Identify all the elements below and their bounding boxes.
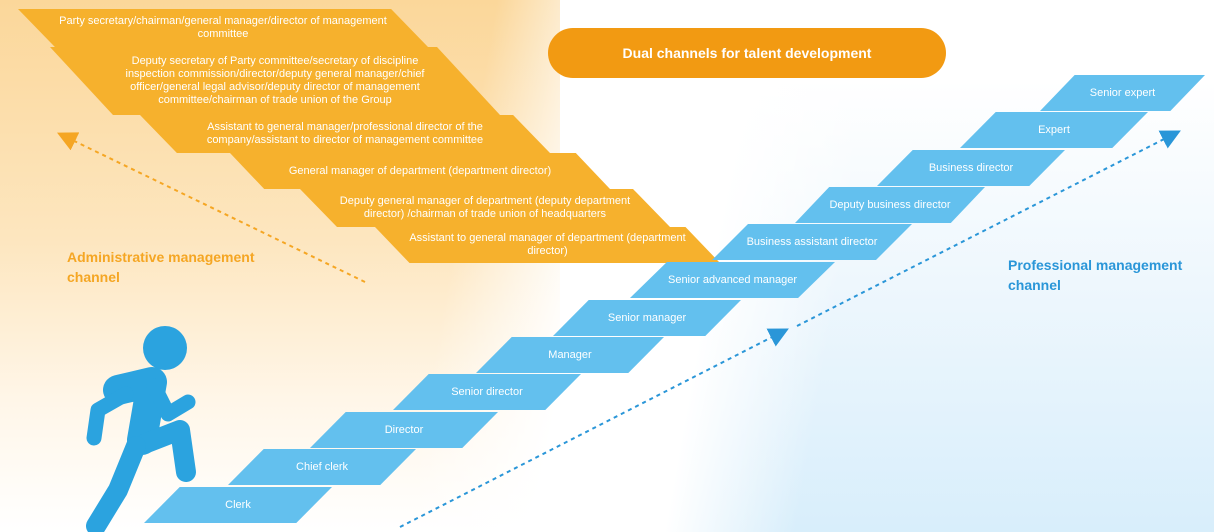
prof-step-expert: Expert xyxy=(960,112,1148,148)
dotted-arrow-up-left-icon xyxy=(57,132,366,283)
step-senior-manager: Senior manager xyxy=(553,300,741,336)
step-senior-director: Senior director xyxy=(393,374,581,410)
prof-step-business-assistant-director: Business assistant director xyxy=(712,224,912,260)
admin-step-1: Party secretary/chairman/general manager… xyxy=(18,9,428,47)
admin-step-3: Assistant to general manager/professiona… xyxy=(140,115,550,153)
prof-step-deputy-business-director: Deputy business director xyxy=(795,187,985,223)
admin-step-6: Assistant to general manager of departme… xyxy=(375,227,720,263)
step-director: Director xyxy=(310,412,498,448)
admin-step-5: Deputy general manager of department (de… xyxy=(300,189,670,227)
step-clerk: Clerk xyxy=(144,487,332,523)
admin-step-2: Deputy secretary of Party committee/secr… xyxy=(50,47,500,115)
runner-icon xyxy=(86,326,196,532)
admin-channel-label: Administrative management channel xyxy=(67,249,255,285)
step-chief-clerk: Chief clerk xyxy=(228,449,416,485)
step-senior-advanced-manager: Senior advanced manager xyxy=(630,262,835,298)
dotted-arrow-upper-icon xyxy=(796,130,1181,327)
prof-step-business-director: Business director xyxy=(877,150,1065,186)
diagram-title: Dual channels for talent development xyxy=(548,28,946,78)
admin-step-4: General manager of department (departmen… xyxy=(230,153,610,189)
dotted-arrow-lower-icon xyxy=(399,328,789,528)
step-manager: Manager xyxy=(476,337,664,373)
prof-channel-label: Professional management channel xyxy=(1008,257,1183,293)
